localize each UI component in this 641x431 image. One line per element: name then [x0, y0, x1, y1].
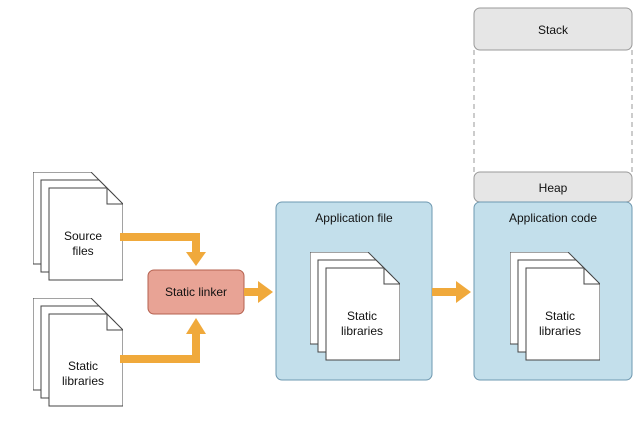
stack-label: Stack [538, 23, 569, 37]
application-code-library-line2: libraries [539, 324, 581, 338]
memory-layout: Stack Heap Application code Static libra… [473, 7, 633, 381]
application-code-library-line1: Static [545, 309, 575, 323]
source-files-line1: Source [64, 229, 102, 243]
application-code-title: Application code [509, 211, 597, 225]
source-files: Source files [33, 172, 123, 281]
source-files-line2: files [72, 244, 93, 258]
static-linker-label: Static linker [165, 285, 227, 299]
application-file-library-line1: Static [347, 309, 377, 323]
static-libraries-input-icon [33, 298, 123, 407]
application-file-library-line2: libraries [341, 324, 383, 338]
static-libraries-input-line2: libraries [62, 374, 104, 388]
static-libraries-input-line1: Static [68, 359, 98, 373]
static-linker: Static linker [147, 269, 245, 315]
arrow-libraries-to-linker [120, 318, 206, 363]
arrow-linker-to-application-file [244, 281, 273, 303]
arrow-source-to-linker [120, 233, 206, 266]
arrows [120, 233, 471, 363]
static-libraries-input: Static libraries [33, 298, 123, 407]
application-file-title: Application file [315, 211, 393, 225]
source-files-icon [33, 172, 123, 281]
stack-box [473, 7, 633, 51]
arrow-application-file-to-memory [432, 281, 471, 303]
application-file: Application file Static libraries [275, 201, 433, 381]
heap-label: Heap [539, 181, 568, 195]
